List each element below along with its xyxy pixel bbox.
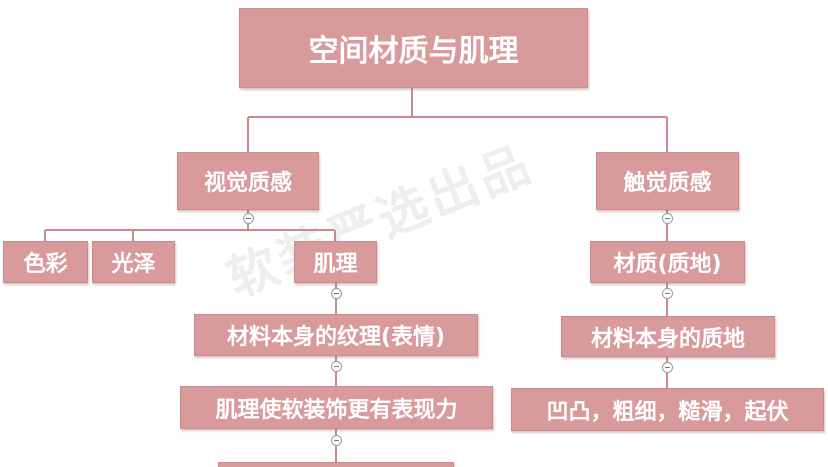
collapse-toggle-material-quality[interactable] (662, 288, 673, 299)
collapse-toggle-material-grain[interactable] (331, 361, 342, 372)
collapse-toggle-visual[interactable] (243, 213, 254, 224)
collapse-toggle-texture-expression[interactable] (331, 435, 342, 446)
node-cutoff (218, 462, 454, 467)
node-visual-texture[interactable]: 视觉质感 (177, 152, 319, 210)
node-material-feel[interactable]: 材料本身的质地 (561, 316, 775, 357)
node-material-grain[interactable]: 材料本身的纹理(表情) (194, 314, 478, 356)
collapse-toggle-tactile[interactable] (662, 213, 673, 224)
node-texture-expression[interactable]: 肌理使软装饰更有表现力 (180, 386, 493, 429)
collapse-toggle-texture[interactable] (331, 288, 342, 299)
node-material-quality[interactable]: 材质(质地) (590, 241, 745, 283)
root-node[interactable]: 空间材质与肌理 (239, 8, 588, 88)
collapse-toggle-material-feel[interactable] (662, 362, 673, 373)
node-texture[interactable]: 肌理 (294, 241, 377, 283)
node-surface-qualities[interactable]: 凹凸，粗细，糙滑，起伏 (511, 388, 824, 431)
node-color[interactable]: 色彩 (3, 241, 88, 283)
node-tactile-texture[interactable]: 触觉质感 (596, 152, 739, 210)
node-gloss[interactable]: 光泽 (92, 241, 175, 283)
